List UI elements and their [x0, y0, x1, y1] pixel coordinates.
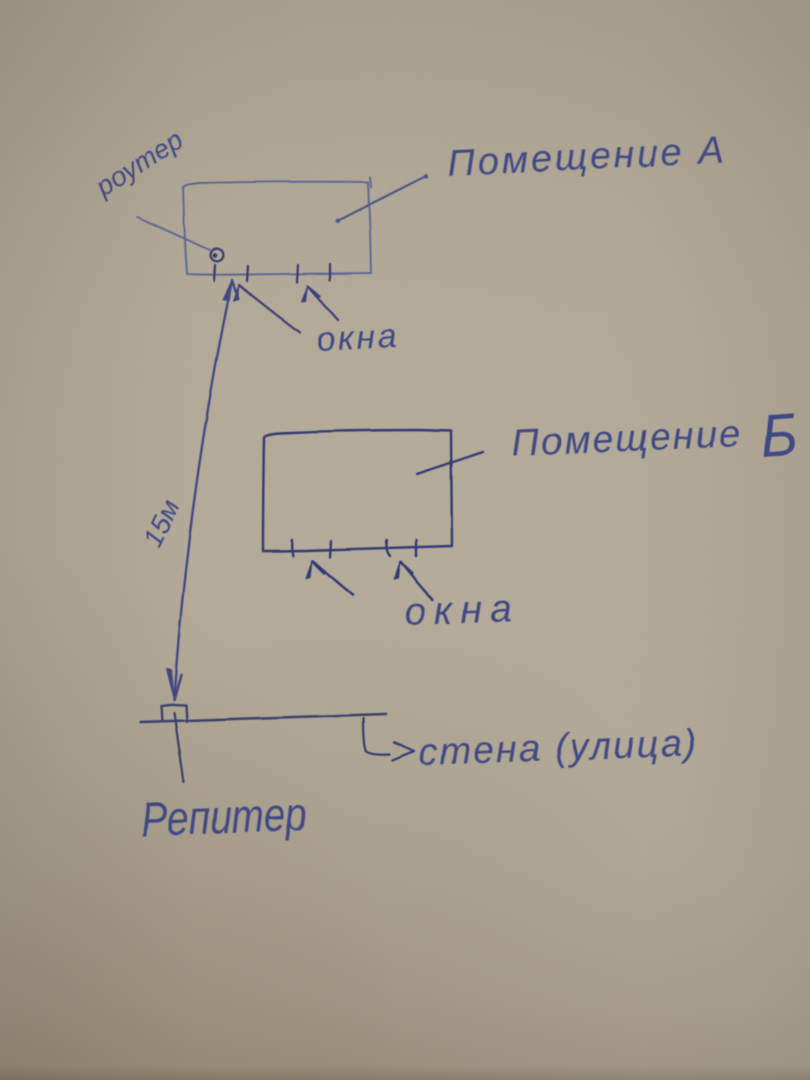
svg-text:окна: окна [404, 587, 521, 634]
svg-text:Б: Б [758, 402, 799, 471]
svg-text:стена (улица): стена (улица) [418, 722, 699, 774]
svg-text:Репитер: Репитер [141, 787, 308, 847]
svg-text:окна: окна [315, 317, 399, 359]
svg-text:Помещение: Помещение [511, 413, 743, 465]
